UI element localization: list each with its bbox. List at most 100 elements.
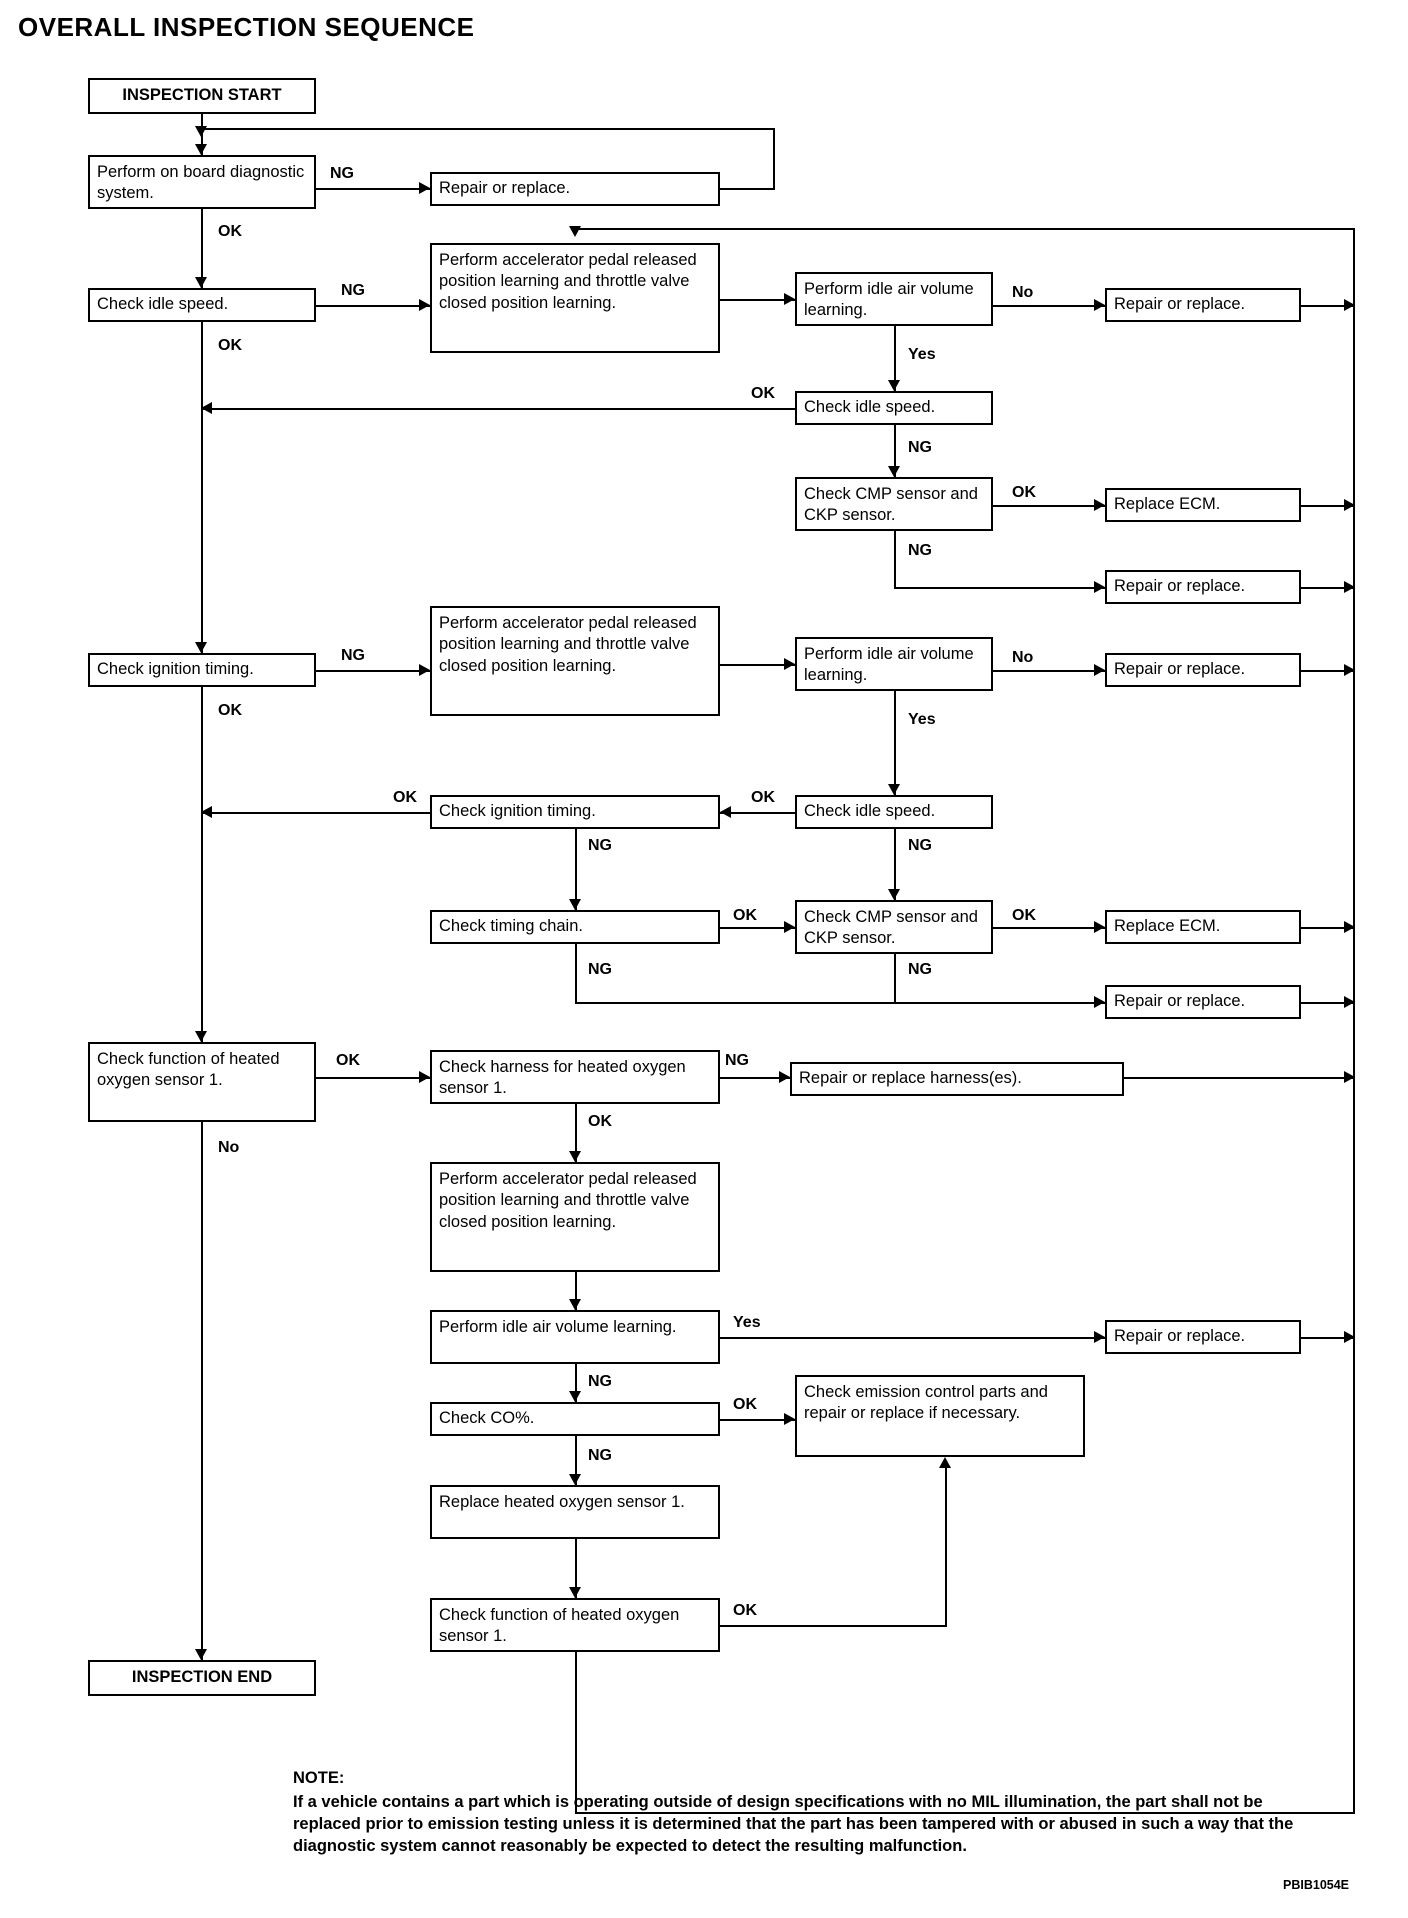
edge-learn3-iavl3 <box>575 1272 577 1310</box>
edge-label-idle1-ok: OK <box>218 337 242 354</box>
edge-label-ign1-ng: NG <box>341 647 365 664</box>
arrowhead-co-replaceho2 <box>569 1474 581 1485</box>
edge-ho2fn2-ok-v <box>575 1652 577 1812</box>
edge-label-cmp1-ng: NG <box>908 542 932 559</box>
edge-label-idle3-ng: NG <box>908 837 932 854</box>
edge-repairharn-bus <box>1124 1077 1355 1079</box>
arrowhead-idle3-cmp2 <box>888 889 900 900</box>
edge-co-ng <box>720 1419 795 1421</box>
arrowhead-iavl2-repair4 <box>1094 664 1105 676</box>
edge-label-iavl3-no: Yes <box>733 1314 761 1331</box>
edge-label-iavl1-no: No <box>1012 284 1034 301</box>
edge-label-ign2-ng: NG <box>588 837 612 854</box>
arrowhead-trunk-ho2fn1 <box>195 1031 207 1042</box>
edge-label-co-ng: OK <box>733 1396 757 1413</box>
node-repair-replace-5: Repair or replace. <box>1105 985 1301 1019</box>
node-repair-replace-3: Repair or replace. <box>1105 570 1301 604</box>
edge-label-idle2-ng: NG <box>908 439 932 456</box>
edge-ho2fn2-ok-h <box>575 1812 1355 1814</box>
node-repair-replace-1: Repair or replace. <box>430 172 720 206</box>
node-check-ignition-timing-2: Check ignition timing. <box>430 795 720 829</box>
arrowhead-chain-repair5 <box>1094 996 1105 1008</box>
edge-idle1-ok-trunk <box>201 322 203 653</box>
edge-label-cmp2-ng: NG <box>908 961 932 978</box>
edge-ign2-ng <box>575 829 577 910</box>
arrowhead-iavl3-repair6 <box>1094 1331 1105 1343</box>
figure-code: PBIB1054E <box>1283 1878 1350 1892</box>
edge-label-co-ok: NG <box>588 1447 612 1464</box>
arrowhead-repair6-bus <box>1344 1331 1355 1343</box>
node-check-emission-control: Check emission control parts and repair … <box>795 1375 1085 1457</box>
edge-ign1-ok-trunk <box>201 687 203 1042</box>
edge-idle1-ng <box>316 305 430 307</box>
arrowhead-iavl1-repair2 <box>1094 299 1105 311</box>
edge-repair2-bus <box>1301 305 1355 307</box>
node-replace-ecm-2: Replace ECM. <box>1105 910 1301 944</box>
node-replace-ecm-1: Replace ECM. <box>1105 488 1301 522</box>
arrowhead-repair3-bus <box>1344 581 1355 593</box>
edge-ho2fn2-ng-v <box>945 1468 947 1627</box>
edge-repair4-bus <box>1301 670 1355 672</box>
edge-learn2-iavl2 <box>720 664 795 666</box>
edge-obd-ng <box>316 188 430 190</box>
arrowhead-cmp1-ecm1 <box>1094 499 1105 511</box>
edge-obd-ok <box>201 209 203 288</box>
arrowhead-iavl2-idle3 <box>888 784 900 795</box>
arrowhead-bus-to-learn1 <box>569 226 581 237</box>
edge-label-cmp1-ok: OK <box>1012 484 1036 501</box>
edge-label-obd-ng: NG <box>330 165 354 182</box>
edge-label-idle3-ok: OK <box>751 789 775 806</box>
edge-repair1-right <box>720 188 775 190</box>
arrowhead-repairharn-bus <box>1344 1071 1355 1083</box>
edge-ho2fn2-ng-h <box>720 1625 947 1627</box>
node-check-function-ho2s-2: Check function of heated oxygen sensor 1… <box>430 1598 720 1652</box>
edge-idle2-ng <box>894 425 896 477</box>
edge-label-idle2-ok: OK <box>751 385 775 402</box>
node-check-harness-ho2s: Check harness for heated oxygen sensor 1… <box>430 1050 720 1104</box>
edge-ho2fn1-ng <box>316 1077 430 1079</box>
arrowhead-ecm1-bus <box>1344 499 1355 511</box>
edge-chain-ng <box>575 944 577 1002</box>
arrowhead-cmp2-ecm2 <box>1094 921 1105 933</box>
edge-iavl1-no <box>993 305 1105 307</box>
edge-label-ho2fn1-ng: OK <box>336 1052 360 1069</box>
arrowhead-obd-repair1 <box>419 182 430 194</box>
arrowhead-chain-cmp2 <box>784 921 795 933</box>
node-inspection-start: INSPECTION START <box>88 78 316 114</box>
arrowhead-repair1-loop <box>195 126 207 137</box>
arrowhead-ecm2-bus <box>1344 921 1355 933</box>
node-check-timing-chain: Check timing chain. <box>430 910 720 944</box>
arrowhead-trunk-ign1 <box>195 642 207 653</box>
edge-cmp1-ng-h <box>894 587 1105 589</box>
edge-co-ok <box>575 1436 577 1485</box>
arrowhead-repair4-bus <box>1344 664 1355 676</box>
edge-iavl3-no <box>720 1337 1105 1339</box>
arrowhead-harness-learn3 <box>569 1151 581 1162</box>
node-check-idle-speed-2: Check idle speed. <box>795 391 993 425</box>
node-check-ignition-timing-1: Check ignition timing. <box>88 653 316 687</box>
node-repair-replace-6: Repair or replace. <box>1105 1320 1301 1354</box>
edge-idle2-ok <box>201 408 795 410</box>
arrowhead-replaceho2-ho2fn2 <box>569 1587 581 1598</box>
arrowhead-iavl1-idle2 <box>888 380 900 391</box>
node-check-function-ho2s-1: Check function of heated oxygen sensor 1… <box>88 1042 316 1122</box>
edge-repair1-back <box>201 128 775 130</box>
edge-chain-ng-h <box>575 1002 1105 1004</box>
edge-label-ho2fn2-ng: OK <box>733 1602 757 1619</box>
node-repair-replace-2: Repair or replace. <box>1105 288 1301 322</box>
edge-label-chain-ng: NG <box>588 961 612 978</box>
edge-label-obd-ok: OK <box>218 223 242 240</box>
right-bus-top <box>575 228 1355 230</box>
node-check-co: Check CO%. <box>430 1402 720 1436</box>
arrowhead-co-emission <box>784 1413 795 1425</box>
edge-cmp2-ng <box>894 954 896 1002</box>
edge-iavl2-yes <box>894 691 896 795</box>
arrowhead-idle1-learn1 <box>419 299 430 311</box>
edge-iavl1-yes <box>894 326 896 391</box>
arrowhead-cmp1-repair3 <box>1094 581 1105 593</box>
arrowhead-learn2-iavl2 <box>784 658 795 670</box>
node-repair-replace-harness: Repair or replace harness(es). <box>790 1062 1124 1096</box>
arrowhead-ign2-chain <box>569 899 581 910</box>
node-check-idle-speed-1: Check idle speed. <box>88 288 316 322</box>
arrowhead-trunk-end <box>195 1649 207 1660</box>
